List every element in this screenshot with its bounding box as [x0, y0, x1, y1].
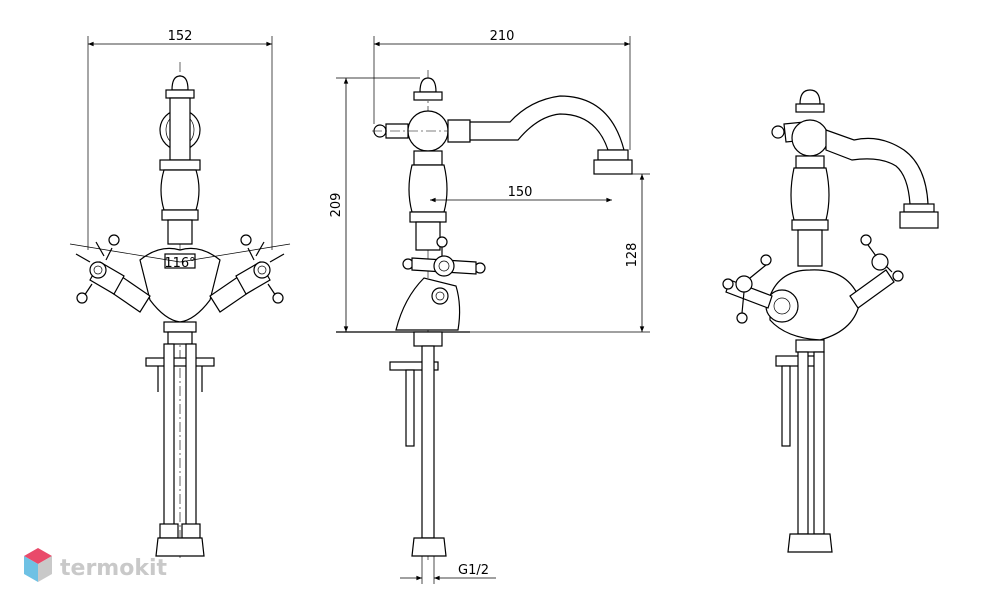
dim-front-angle: 116°: [164, 256, 195, 271]
dim-side-height: 209: [329, 193, 344, 218]
termokit-logo-icon: [24, 548, 52, 582]
dim-spout-height: 128: [625, 243, 640, 268]
front-view: 152 116°: [69, 29, 291, 560]
dim-thread: G1/2: [458, 563, 489, 578]
side-view: 210 209 150 128 G1/2: [329, 29, 650, 584]
dim-spout-reach: 150: [508, 185, 533, 200]
dim-front-width: 152: [168, 29, 193, 44]
dim-side-reach: 210: [490, 29, 515, 44]
isometric-view: [722, 89, 939, 553]
watermark-text: termokit: [60, 556, 167, 581]
watermark: termokit: [24, 548, 167, 582]
